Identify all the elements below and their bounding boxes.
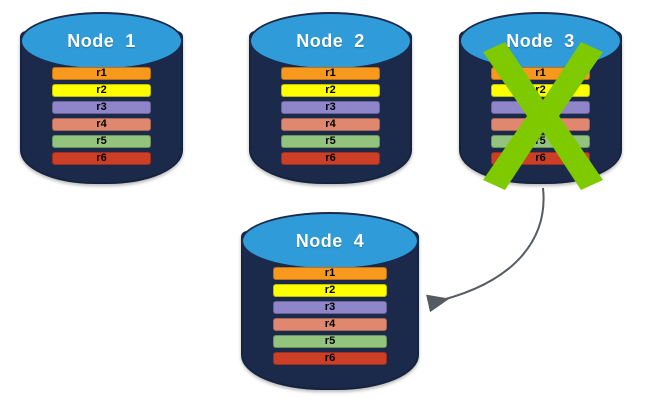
- row-r2[interactable]: r2: [491, 84, 590, 97]
- row-r2[interactable]: r2: [52, 84, 151, 97]
- row-r1[interactable]: r1: [491, 67, 590, 80]
- node-3-rows: r1 r2 r3 r4 r5 r6: [491, 67, 590, 169]
- row-r4[interactable]: r4: [491, 118, 590, 131]
- row-r3[interactable]: r3: [52, 101, 151, 114]
- node-1-rows: r1 r2 r3 r4 r5 r6: [52, 67, 151, 169]
- row-r4[interactable]: r4: [52, 118, 151, 131]
- row-r1[interactable]: r1: [281, 67, 380, 80]
- node-4-cylinder-top: Node 4: [241, 212, 419, 270]
- node-1-title: Node 1: [67, 30, 136, 51]
- node-2-cylinder-top: Node 2: [249, 12, 412, 70]
- node-2-title: Node 2: [296, 30, 365, 51]
- row-r1[interactable]: r1: [52, 67, 151, 80]
- row-r5[interactable]: r5: [491, 135, 590, 148]
- row-r5[interactable]: r5: [273, 335, 387, 348]
- node-1-cylinder-top: Node 1: [20, 12, 183, 70]
- row-r2[interactable]: r2: [273, 284, 387, 297]
- node-2[interactable]: Node 2 r1 r2 r3 r4 r5 r6: [249, 12, 412, 184]
- row-r4[interactable]: r4: [273, 318, 387, 331]
- row-r6[interactable]: r6: [52, 152, 151, 165]
- row-r2[interactable]: r2: [281, 84, 380, 97]
- node-3[interactable]: Node 3 r1 r2 r3 r4 r5 r6: [459, 12, 622, 184]
- row-r3[interactable]: r3: [281, 101, 380, 114]
- row-r6[interactable]: r6: [281, 152, 380, 165]
- node-3-title: Node 3: [506, 30, 575, 51]
- node-4-rows: r1 r2 r3 r4 r5 r6: [273, 267, 387, 369]
- row-r6[interactable]: r6: [273, 352, 387, 365]
- row-r6[interactable]: r6: [491, 152, 590, 165]
- node-1[interactable]: Node 1 r1 r2 r3 r4 r5 r6: [20, 12, 183, 184]
- node-4-title: Node 4: [295, 230, 365, 251]
- row-r5[interactable]: r5: [281, 135, 380, 148]
- row-r4[interactable]: r4: [281, 118, 380, 131]
- node-4[interactable]: Node 4 r1 r2 r3 r4 r5 r6: [241, 212, 419, 390]
- node-3-cylinder-top: Node 3: [459, 12, 622, 70]
- row-r3[interactable]: r3: [273, 301, 387, 314]
- row-r3[interactable]: r3: [491, 101, 590, 114]
- node-2-rows: r1 r2 r3 r4 r5 r6: [281, 67, 380, 169]
- row-r1[interactable]: r1: [273, 267, 387, 280]
- row-r5[interactable]: r5: [52, 135, 151, 148]
